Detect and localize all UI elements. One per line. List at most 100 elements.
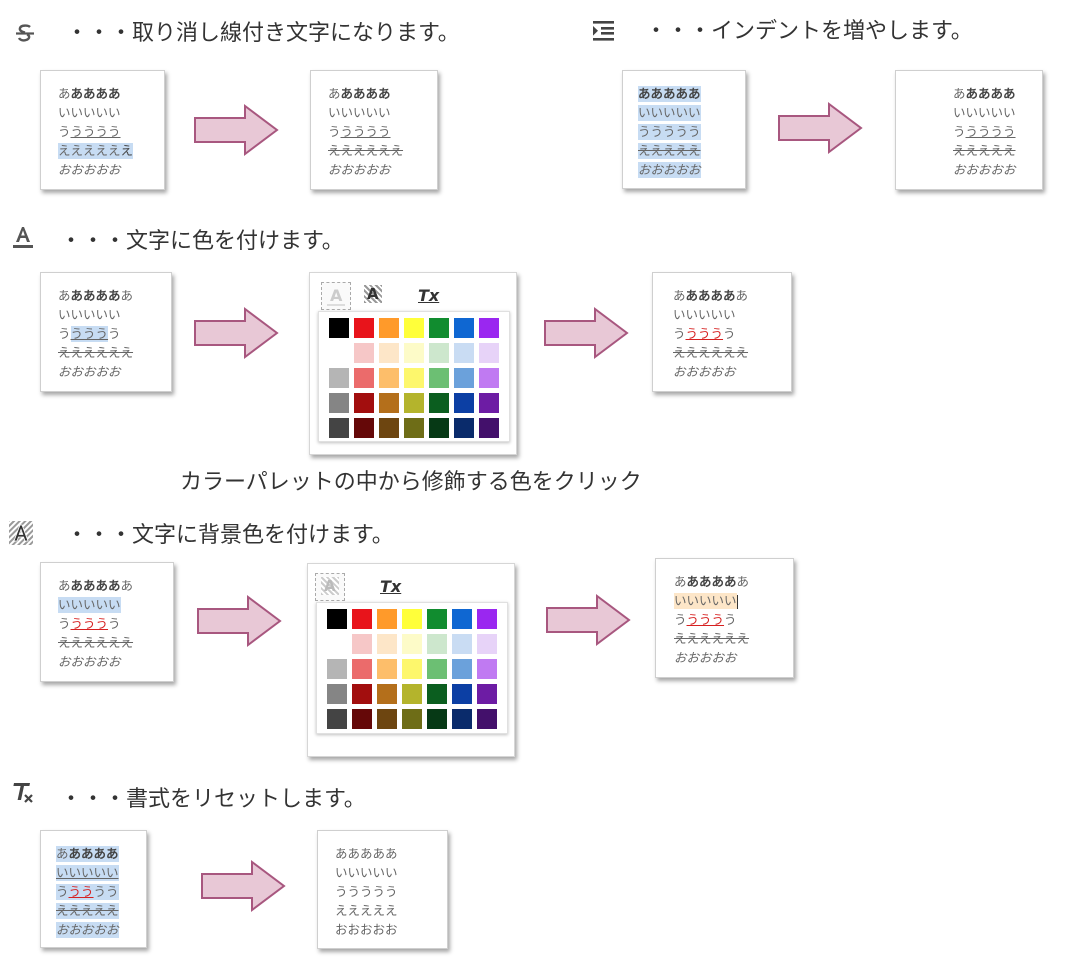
color-swatch[interactable] bbox=[329, 393, 349, 413]
background-color-palette: A Tx bbox=[307, 563, 515, 757]
color-swatch[interactable] bbox=[454, 318, 474, 338]
color-swatch[interactable] bbox=[354, 343, 374, 363]
color-swatch[interactable] bbox=[377, 634, 397, 654]
color-swatch[interactable] bbox=[352, 709, 372, 729]
strike-before-card: あああああ いいいいい ううううう ええええええ おおおおお bbox=[40, 70, 165, 190]
color-after-card: ああああああ いいいいい ううううう ええええええ おおおおお bbox=[652, 272, 792, 392]
color-swatch[interactable] bbox=[427, 659, 447, 679]
color-swatch[interactable] bbox=[354, 393, 374, 413]
color-swatch[interactable] bbox=[454, 393, 474, 413]
indent-increase-icon bbox=[593, 21, 614, 41]
color-swatch[interactable] bbox=[452, 659, 472, 679]
color-swatch[interactable] bbox=[454, 368, 474, 388]
color-before-card: ああああああ いいいいい ううううう ええええええ おおおおお bbox=[40, 272, 172, 392]
reset-arrow bbox=[201, 861, 285, 911]
color-swatch[interactable] bbox=[402, 634, 422, 654]
background-color-grid bbox=[316, 602, 508, 734]
color-swatch[interactable] bbox=[402, 659, 422, 679]
reset-after-card: あああああ いいいいい ううううう えええええ おおおおお bbox=[317, 830, 448, 949]
color-swatch[interactable] bbox=[427, 709, 447, 729]
color-swatch[interactable] bbox=[477, 609, 497, 629]
color-swatch[interactable] bbox=[402, 609, 422, 629]
color-swatch[interactable] bbox=[379, 418, 399, 438]
color-swatch[interactable] bbox=[327, 709, 347, 729]
color-swatch[interactable] bbox=[429, 393, 449, 413]
color-swatch[interactable] bbox=[377, 659, 397, 679]
color-swatch[interactable] bbox=[354, 418, 374, 438]
color-swatch[interactable] bbox=[429, 418, 449, 438]
color-swatch[interactable] bbox=[477, 684, 497, 704]
color-swatch[interactable] bbox=[427, 634, 447, 654]
color-swatch[interactable] bbox=[352, 609, 372, 629]
color-swatch[interactable] bbox=[352, 684, 372, 704]
color-swatch[interactable] bbox=[427, 609, 447, 629]
color-swatch[interactable] bbox=[327, 609, 347, 629]
strike-after-card: あああああ いいいいい ううううう ええええええ おおおおお bbox=[310, 70, 438, 190]
color-swatch[interactable] bbox=[352, 634, 372, 654]
color-swatch[interactable] bbox=[379, 393, 399, 413]
strike-heading: ・・・取り消し線付き文字になります。 bbox=[66, 21, 460, 46]
text-color-palette: A A Tx bbox=[309, 272, 517, 455]
color-swatch[interactable] bbox=[402, 709, 422, 729]
indent-arrow bbox=[778, 103, 862, 153]
color-swatch[interactable] bbox=[377, 609, 397, 629]
color-swatch[interactable] bbox=[327, 684, 347, 704]
color-swatch[interactable] bbox=[404, 318, 424, 338]
color-swatch[interactable] bbox=[479, 368, 499, 388]
color-swatch[interactable] bbox=[404, 343, 424, 363]
color-swatch[interactable] bbox=[404, 393, 424, 413]
color-swatch[interactable] bbox=[352, 659, 372, 679]
clear-format-button-2[interactable]: Tx bbox=[380, 577, 402, 596]
color-swatch[interactable] bbox=[379, 318, 399, 338]
background-color-icon bbox=[9, 521, 33, 545]
color-swatch[interactable] bbox=[377, 709, 397, 729]
bgcolor-arrow-2 bbox=[546, 595, 630, 645]
color-swatch[interactable] bbox=[479, 393, 499, 413]
color-swatch[interactable] bbox=[327, 659, 347, 679]
color-swatch[interactable] bbox=[377, 684, 397, 704]
color-swatch[interactable] bbox=[329, 318, 349, 338]
color-swatch[interactable] bbox=[329, 368, 349, 388]
color-swatch[interactable] bbox=[452, 609, 472, 629]
palette-caption: カラーパレットの中から修飾する色をクリック bbox=[180, 470, 642, 495]
bgcolor-after-card: ああああああ いいいいい ううううう ええええええ おおおおお bbox=[655, 558, 794, 678]
color-swatch[interactable] bbox=[402, 684, 422, 704]
bgcolor-heading: ・・・文字に背景色を付けます。 bbox=[66, 523, 394, 548]
color-swatch[interactable] bbox=[477, 709, 497, 729]
color-swatch[interactable] bbox=[354, 368, 374, 388]
color-swatch[interactable] bbox=[452, 684, 472, 704]
clear-format-button[interactable]: Tx bbox=[418, 286, 440, 305]
text-color-button[interactable]: A bbox=[321, 282, 351, 310]
indent-heading: ・・・インデントを増やします。 bbox=[645, 19, 973, 44]
color-swatch[interactable] bbox=[404, 368, 424, 388]
indent-before-card: あああああ いいいいい ううううう えええええ おおおおお bbox=[622, 70, 746, 189]
color-arrow-1 bbox=[194, 308, 278, 358]
color-swatch[interactable] bbox=[354, 318, 374, 338]
color-swatch[interactable] bbox=[379, 343, 399, 363]
color-swatch[interactable] bbox=[429, 318, 449, 338]
color-swatch[interactable] bbox=[429, 368, 449, 388]
color-heading: ・・・文字に色を付けます。 bbox=[60, 229, 344, 254]
background-color-button-active[interactable]: A bbox=[315, 573, 345, 601]
color-swatch[interactable] bbox=[477, 659, 497, 679]
strikethrough-icon bbox=[16, 24, 34, 42]
color-swatch[interactable] bbox=[479, 418, 499, 438]
color-swatch[interactable] bbox=[452, 709, 472, 729]
color-swatch[interactable] bbox=[404, 418, 424, 438]
bgcolor-arrow-1 bbox=[197, 596, 281, 646]
text-color-icon bbox=[13, 227, 33, 248]
color-arrow-2 bbox=[544, 308, 628, 358]
color-swatch[interactable] bbox=[479, 343, 499, 363]
color-swatch[interactable] bbox=[454, 343, 474, 363]
bgcolor-before-card: ああああああ いいいいい ううううう ええええええ おおおおお bbox=[40, 562, 174, 682]
color-swatch[interactable] bbox=[329, 418, 349, 438]
color-swatch[interactable] bbox=[454, 418, 474, 438]
color-swatch[interactable] bbox=[379, 368, 399, 388]
color-swatch[interactable] bbox=[452, 634, 472, 654]
color-grid bbox=[318, 311, 510, 442]
color-swatch[interactable] bbox=[477, 634, 497, 654]
color-swatch[interactable] bbox=[429, 343, 449, 363]
color-swatch[interactable] bbox=[427, 684, 447, 704]
color-swatch[interactable] bbox=[479, 318, 499, 338]
background-color-button[interactable]: A bbox=[359, 282, 389, 310]
